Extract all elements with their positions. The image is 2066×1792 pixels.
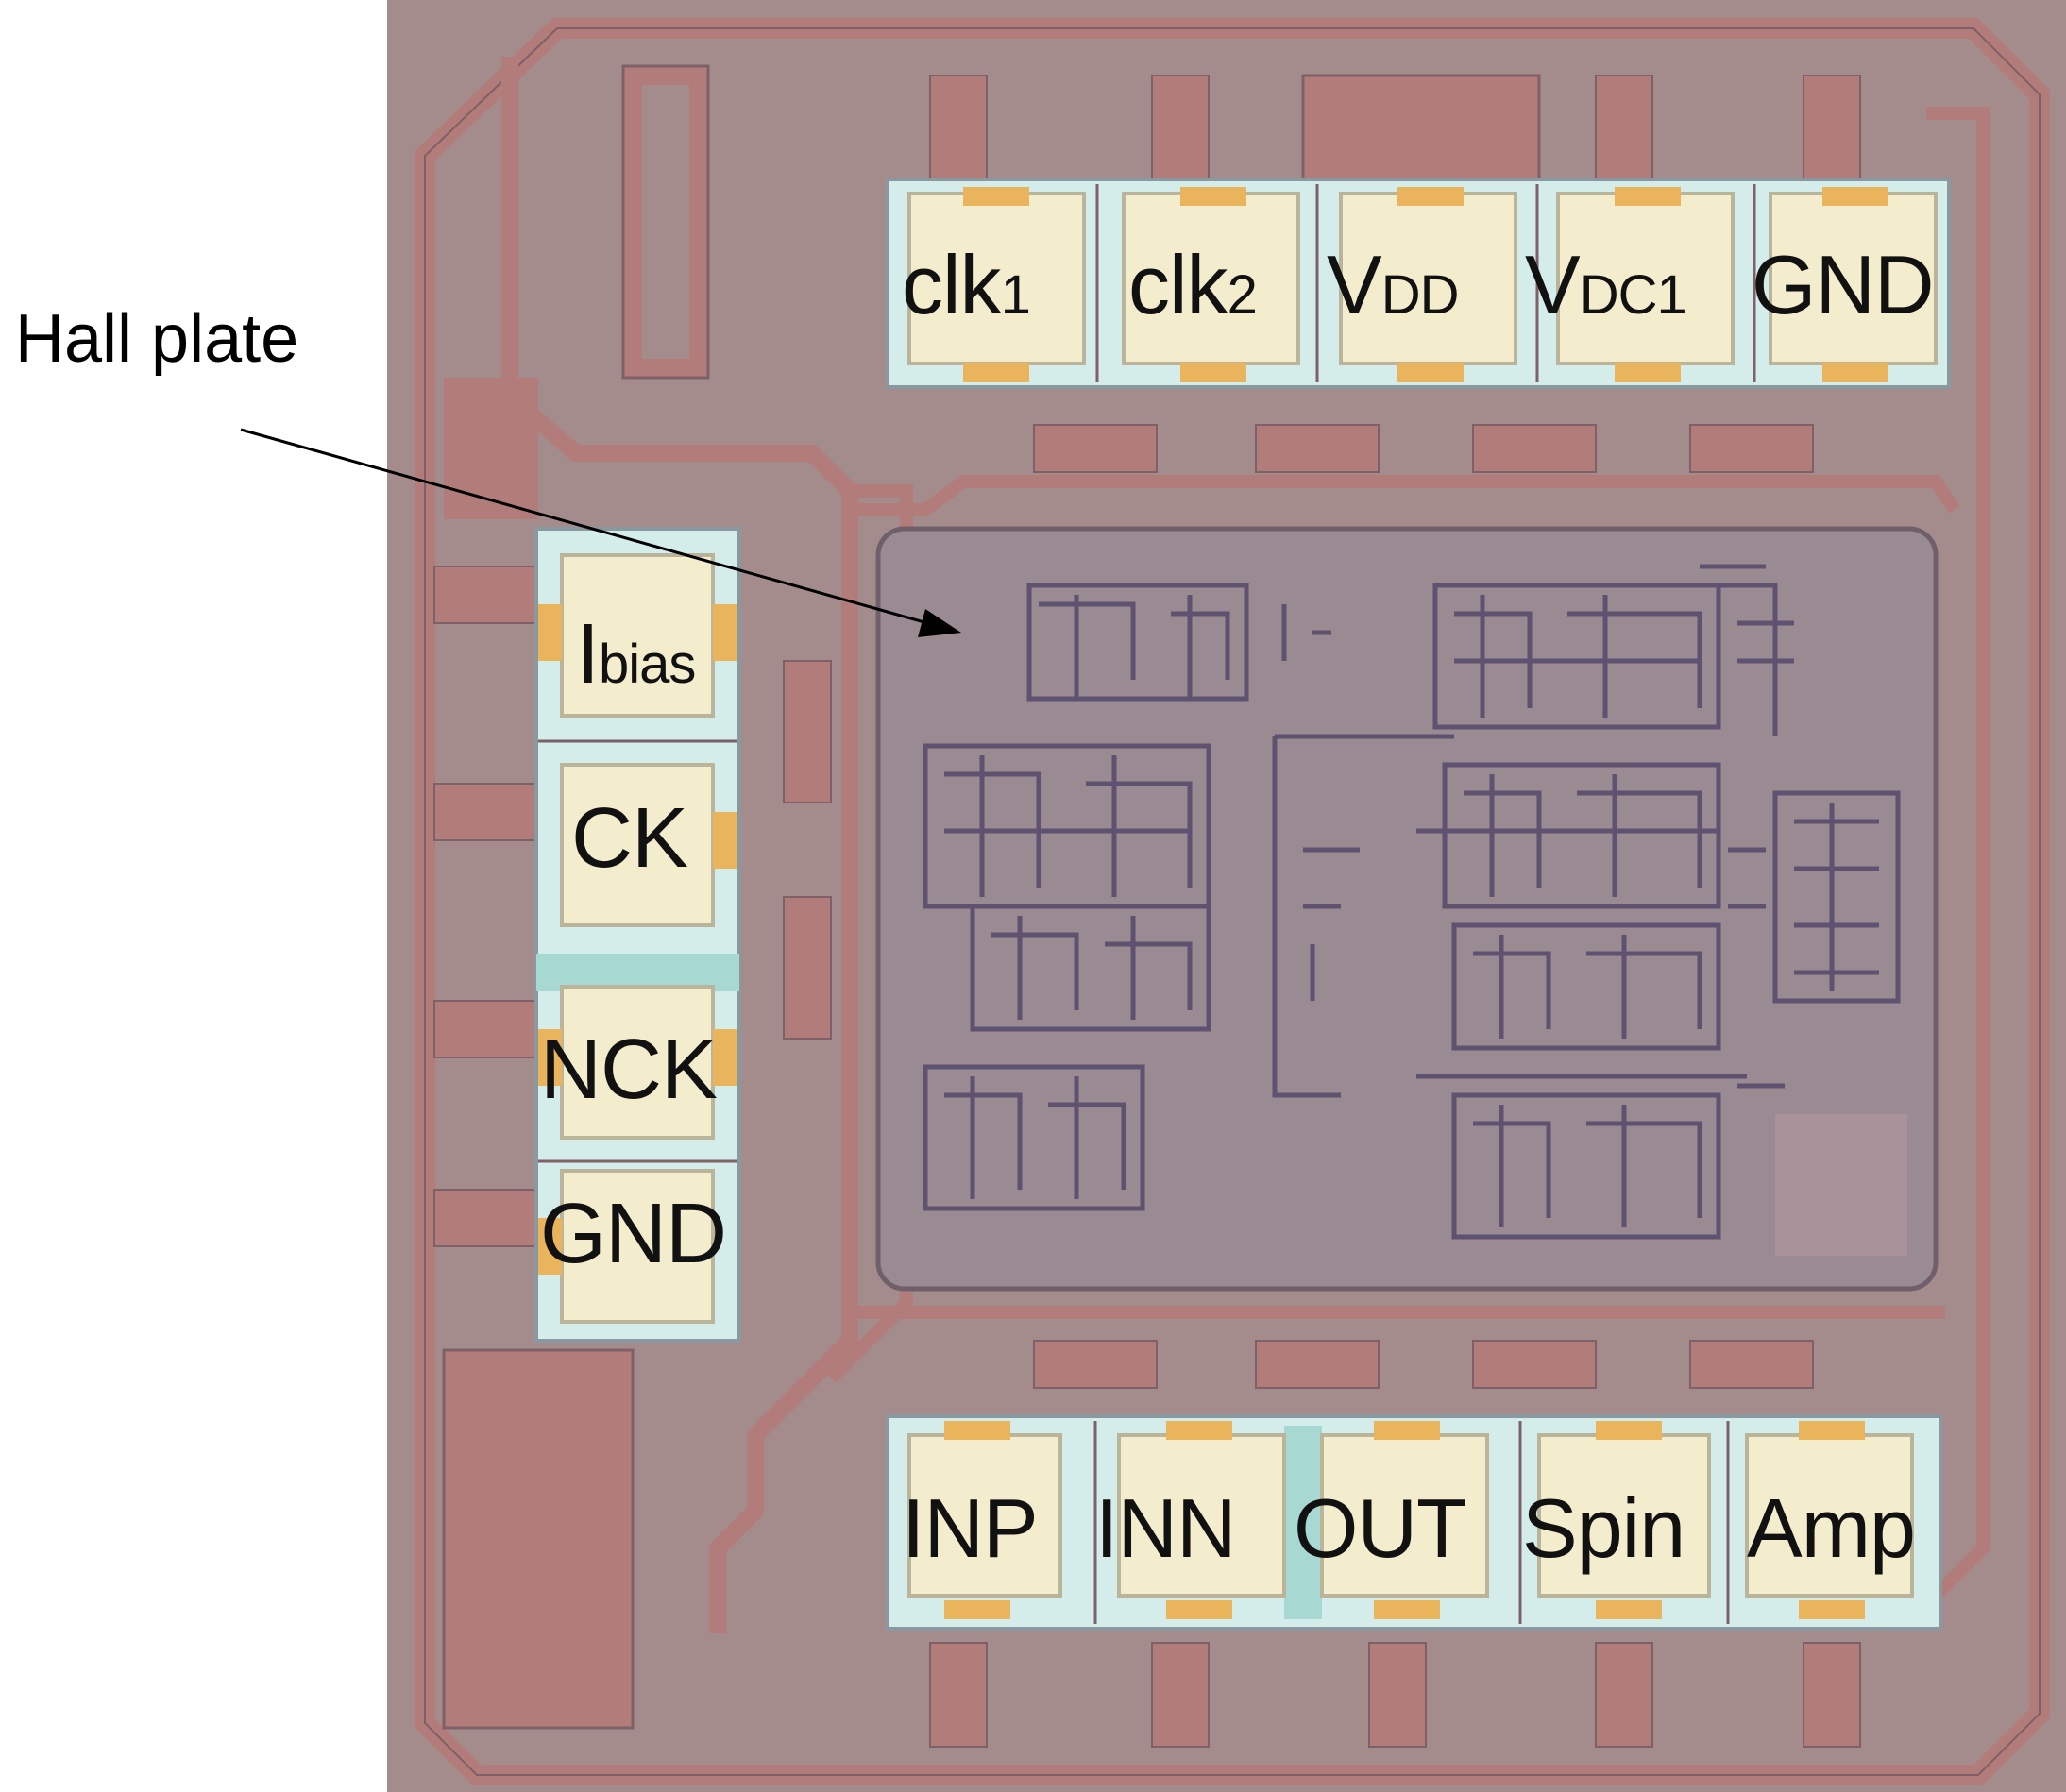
pad-label-clk2: clk2 <box>1128 238 1258 331</box>
bottom-pad-connectors <box>929 1340 1861 1748</box>
top-pad-connectors <box>929 75 1861 473</box>
bottom-pad-row <box>886 1414 1942 1631</box>
hall-plate-label: Hall plate <box>15 301 299 377</box>
pad-label-amp: Amp <box>1747 1481 1916 1575</box>
pad-label-ibias: Ibias <box>576 607 696 702</box>
top-pad-row <box>886 178 1951 389</box>
pad-label-gnd-left: GND <box>540 1187 727 1281</box>
pad-label-inn: INN <box>1095 1481 1237 1575</box>
pad-label-clk1: clk1 <box>902 238 1031 331</box>
core-circuitry <box>923 564 1901 1240</box>
left-pad-column <box>534 527 741 1343</box>
pad-label-spin: Spin <box>1522 1481 1685 1575</box>
pad-label-gnd-top: GND <box>1752 238 1935 331</box>
pad-label-out: OUT <box>1294 1481 1467 1575</box>
pad-label-nck: NCK <box>540 1023 718 1117</box>
pad-label-inp: INP <box>902 1481 1039 1575</box>
inner-metal-trace <box>501 57 858 1633</box>
pad-label-ck: CK <box>571 791 688 886</box>
pad-label-vdd: VDD <box>1327 238 1459 331</box>
pad-label-vdc1: VDC1 <box>1525 238 1687 331</box>
hall-plate-arrow <box>240 428 961 637</box>
